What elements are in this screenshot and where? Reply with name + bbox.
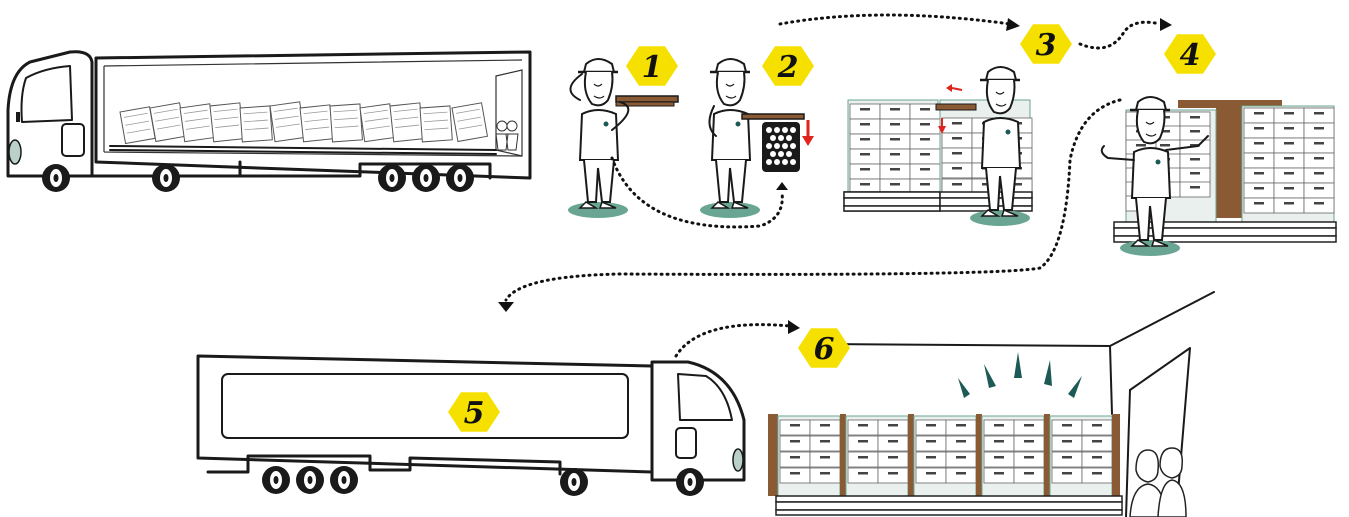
flow-path-2-3 — [780, 15, 1010, 24]
people-at-door — [1130, 448, 1186, 517]
flow-path-3-4 — [1080, 22, 1160, 48]
warehouse-scene-6 — [768, 292, 1214, 517]
tilted-pallets-row — [120, 102, 487, 144]
people-in-truck — [496, 121, 518, 150]
step-number: 5 — [464, 396, 485, 431]
step-badge-6: 6 — [798, 328, 850, 368]
arrowhead-3-4 — [1160, 18, 1172, 31]
exclamation-marks — [958, 352, 1082, 398]
flow-path-5-6 — [676, 325, 790, 356]
net-bag — [762, 122, 800, 172]
truck-loaded-1 — [8, 52, 530, 192]
arrowhead-4-5 — [498, 302, 514, 312]
step-badge-3: 3 — [1020, 24, 1072, 64]
step-badge-5: 5 — [448, 392, 500, 432]
arrowhead-5-6 — [788, 320, 800, 334]
step-number: 1 — [642, 50, 663, 85]
step-badge-1: 1 — [626, 46, 678, 86]
flow-path-1-2 — [612, 158, 782, 227]
step-badge-4: 4 — [1164, 34, 1216, 74]
step-number: 3 — [1036, 28, 1057, 63]
step-number: 6 — [814, 332, 835, 367]
arrowhead-1-2 — [776, 182, 788, 190]
step-number: 4 — [1180, 38, 1201, 73]
delivered-pallets — [768, 414, 1122, 515]
arrowhead-2-3 — [1006, 18, 1020, 31]
step-number: 2 — [777, 50, 799, 85]
step-badge-2: 2 — [762, 46, 814, 86]
